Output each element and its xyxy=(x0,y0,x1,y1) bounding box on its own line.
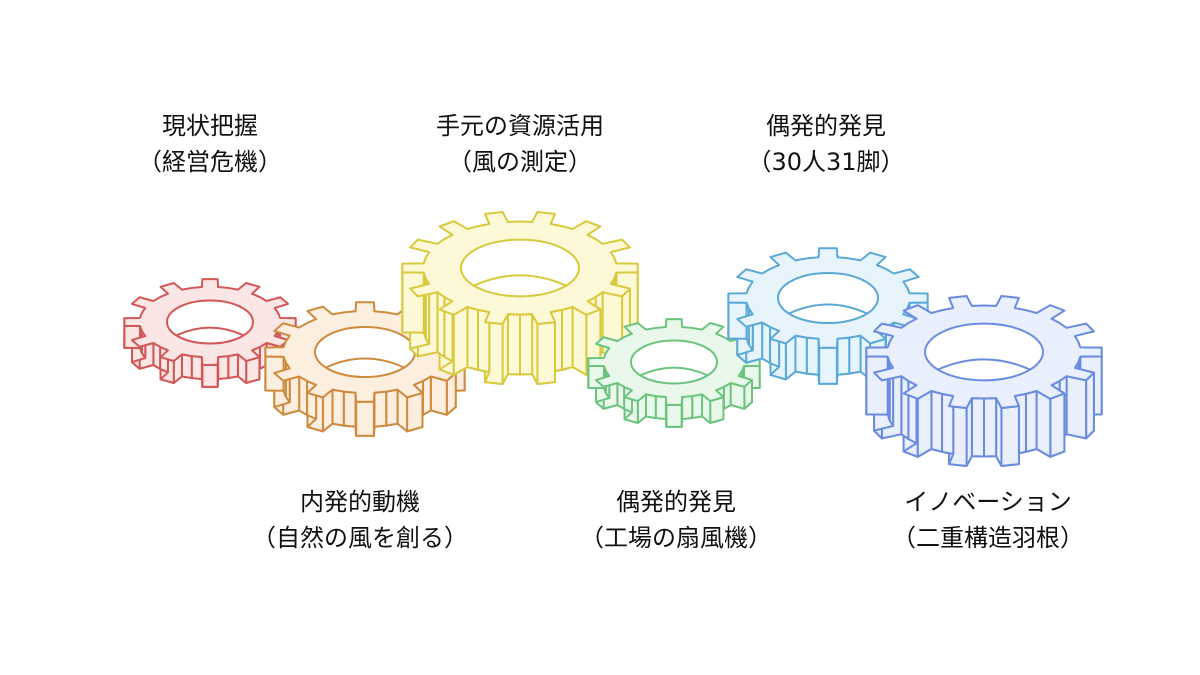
gear-side-wall xyxy=(217,355,230,381)
gear-side-wall xyxy=(452,305,469,376)
gear-side-wall xyxy=(865,355,889,416)
gear-hole-inner-edge xyxy=(473,274,567,287)
gear-side-wall xyxy=(654,395,667,421)
gear-side-wall xyxy=(401,271,425,334)
gear-side-wall xyxy=(436,291,446,358)
gear-side-wall xyxy=(805,336,820,376)
gear-hole-inner-edge xyxy=(176,326,244,337)
gear-side-wall xyxy=(1024,389,1038,453)
label-serendipity-race: 偶発的発見 （30人31脚） xyxy=(747,108,904,180)
label-title: 偶発的発見 xyxy=(616,488,736,516)
gear-side-wall xyxy=(848,334,862,375)
gear-side-wall xyxy=(429,375,448,416)
label-title: イノベーション xyxy=(904,488,1072,516)
gear-side-wall xyxy=(930,389,944,453)
gear-side-wall xyxy=(1000,405,1020,468)
label-subtitle: （経営危機） xyxy=(138,148,282,176)
gear-hole xyxy=(924,322,1044,382)
label-title: 内発的動機 xyxy=(300,488,420,516)
gear-resource-use xyxy=(401,210,639,386)
gear-side-wall xyxy=(355,400,375,437)
gear-innovation xyxy=(865,294,1103,468)
gear-hole xyxy=(777,272,879,324)
gear-side-wall xyxy=(836,336,851,376)
gear-side-wall xyxy=(970,397,985,458)
gear-side-wall xyxy=(536,321,556,386)
label-innovation: イノベーション （二重構造羽根） xyxy=(892,484,1084,556)
gear-hole xyxy=(630,339,718,385)
label-title: 手元の資源活用 xyxy=(436,112,604,140)
gear-side-wall xyxy=(1049,392,1066,458)
gear-side-wall xyxy=(983,397,998,458)
gear-hole-inner-edge xyxy=(937,358,1031,371)
gear-side-wall xyxy=(761,321,772,364)
gear-side-wall xyxy=(201,363,219,388)
label-intrinsic-motivation: 内発的動機 （自然の風を創る） xyxy=(252,484,468,556)
gear-side-wall xyxy=(1035,389,1052,458)
label-subtitle: （30人31脚） xyxy=(747,148,905,176)
gear-side-wall xyxy=(571,305,588,376)
gear-side-wall xyxy=(644,393,657,420)
gear-side-wall xyxy=(519,313,534,376)
gear-side-wall xyxy=(818,346,838,385)
label-subtitle: （工場の扇風機） xyxy=(580,524,772,552)
gear-side-wall xyxy=(794,334,808,375)
gear-side-wall xyxy=(466,305,480,371)
label-serendipity-factory: 偶発的発見 （工場の扇風機） xyxy=(580,484,772,556)
label-current-state: 現状把握 （経営危機） xyxy=(138,108,282,180)
label-subtitle: （二重構造羽根） xyxy=(892,524,1084,552)
label-subtitle: （風の測定） xyxy=(448,148,592,176)
gear-side-wall xyxy=(1085,371,1095,440)
gear-side-wall xyxy=(373,390,388,428)
gear-intrinsic-motivation xyxy=(264,301,466,437)
gear-hole-inner-edge xyxy=(640,366,708,377)
gear-hole-inner-edge xyxy=(325,357,405,369)
gear-serendipity-factory xyxy=(587,318,761,428)
gear-side-wall xyxy=(691,393,704,420)
label-resource-use: 手元の資源活用 （風の測定） xyxy=(436,108,604,180)
label-title: 現状把握 xyxy=(162,112,258,140)
gear-hole xyxy=(460,238,580,298)
gear-side-wall xyxy=(560,305,574,371)
gear-side-wall xyxy=(1065,375,1088,440)
gear-side-wall xyxy=(681,395,694,421)
gear-side-wall xyxy=(298,375,309,416)
gear-side-wall xyxy=(180,353,193,380)
gear-side-wall xyxy=(506,313,521,376)
gear-hole-inner-edge xyxy=(788,303,868,315)
gear-side-wall xyxy=(342,390,357,428)
label-title: 偶発的発見 xyxy=(765,112,886,140)
label-subtitle: （自然の風を創る） xyxy=(252,524,468,552)
gear-side-wall xyxy=(385,388,399,427)
gear-side-wall xyxy=(916,389,933,458)
gear-side-wall xyxy=(900,375,910,440)
gear-side-wall xyxy=(331,388,345,427)
gear-side-wall xyxy=(227,353,240,380)
gear-side-wall xyxy=(421,375,432,416)
gear-side-wall xyxy=(190,355,203,381)
gear-side-wall xyxy=(406,391,424,433)
gear-hole xyxy=(166,299,254,345)
gear-side-wall xyxy=(665,403,683,428)
gear-hole xyxy=(314,326,416,378)
